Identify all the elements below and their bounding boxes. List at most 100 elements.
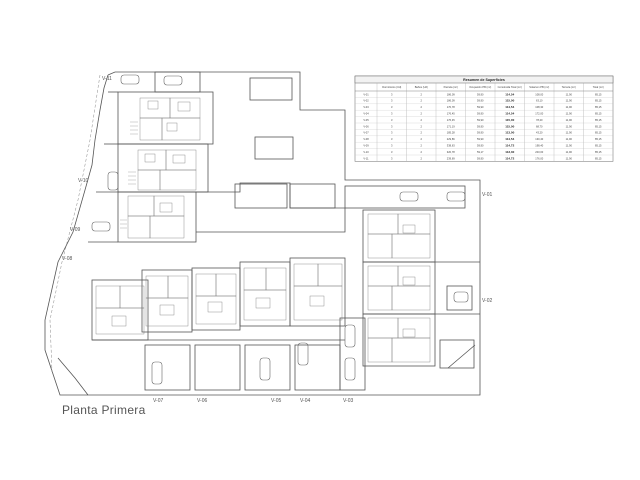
table-cell: V-10 [363,150,369,154]
table-cell: 186,09 [447,99,455,103]
villa-label-v06: V-06 [197,398,208,404]
table-cell: 2 [421,131,423,135]
table-cell: 108,00 [535,92,543,96]
table-cell: 2 [421,92,423,96]
table-cell: 115,00 [505,99,514,103]
table-cell: 229,86 [447,137,455,141]
table-header-cell: Ocupación PB (m²) [469,85,491,89]
table-cell: 59,90 [477,137,484,141]
table-cell: 3 [391,105,393,109]
table-cell: 85,15 [595,144,602,148]
car-icon [259,357,271,381]
table-cell: 59,90 [477,118,484,122]
table-cell: V-07 [363,131,369,135]
villa-label-v11: V-11 [102,76,112,82]
table-cell: 114,72 [505,144,514,148]
table-cell: 320,78 [447,150,455,154]
table-cell: 2 [421,144,423,148]
table-cell: 59,90 [477,131,484,135]
villa-label-v08: V-08 [62,256,73,262]
table-title: Resumen de Superficies [463,78,505,82]
table-cell: 2 [421,99,423,103]
table-cell: 59,17 [477,150,484,154]
table-cell: 11,90 [566,137,573,141]
table-cell: 59,90 [477,99,484,103]
table-cell: 2 [421,156,423,160]
table-cell: 130,40 [535,137,543,141]
table-header-cell: Dormitorios (Ud) [382,85,401,89]
table-cell: 176,45 [447,112,455,116]
table-cell: 3 [391,124,393,128]
table-cell: 68,70 [536,124,543,128]
table-cell: 43,20 [536,131,543,135]
table-cell: 11,90 [566,105,573,109]
table-cell: 3 [391,137,393,141]
car-icon [151,361,163,385]
villa-label-v10: V-10 [78,178,89,184]
table-cell: 3 [391,144,393,148]
table-cell: 114,54 [505,105,514,109]
villa-label-v09: V-09 [70,227,81,233]
table-cell: 3 [391,99,393,103]
table-cell: 3 [391,118,393,122]
table-cell: 114,54 [505,137,514,141]
table-cell: V-04 [363,112,369,116]
table-header-cell: Terraza (m²) [562,85,576,89]
table-cell: 176,45 [447,118,455,122]
table-cell: 2 [421,137,423,141]
villa-label-v03: V-03 [343,398,354,404]
table-cell: 11,90 [566,99,573,103]
car-icon [399,191,419,202]
villa-label-v05: V-05 [271,398,282,404]
table-cell: 59,90 [477,156,484,160]
table-cell: 115,00 [505,118,514,122]
table-cell: 85,15 [595,99,602,103]
table-cell: 3 [391,156,393,160]
table-cell: 85,15 [595,124,602,128]
villa-label-v07: V-07 [153,398,164,404]
table-cell: 2 [421,124,423,128]
table-cell: 338,63 [447,144,455,148]
table-cell: 108,30 [535,105,543,109]
table-cell: 85,15 [595,137,602,141]
table-cell: 114,54 [505,112,514,116]
table-cell: 85,15 [595,150,602,154]
table-cell: V-03 [363,105,369,109]
table-cell: 171,19 [447,124,455,128]
table-cell: 2 [421,150,423,154]
table-cell: 85,15 [595,156,602,160]
table-cell: 59,90 [477,124,484,128]
car-icon [297,342,309,366]
villa-label-v04: V-04 [300,398,311,404]
page-title: Planta Primera [62,403,146,417]
table-cell: 11,90 [566,92,573,96]
car-icon [91,221,111,232]
car-icon [344,357,356,381]
table-cell: V-02 [363,99,369,103]
table-cell: 85,15 [595,92,602,96]
table-cell: 11,90 [566,118,573,122]
table-cell: 114,54 [505,92,514,96]
table-cell: 85,15 [595,105,602,109]
car-icon [446,191,466,202]
table-cell: 11,90 [566,124,573,128]
table-cell: 203,00 [535,150,543,154]
table-cell: V-09 [363,144,369,148]
table-cell: 59,90 [477,112,484,116]
table-cell: 78,20 [536,118,543,122]
table-cell: 59,90 [477,92,484,96]
table-cell: V-05 [363,118,369,122]
table-header-cell: Baños (Ud) [415,85,428,89]
table-cell: V-01 [363,92,369,96]
car-icon [107,171,119,191]
table-cell: 113,30 [505,150,514,154]
table-cell: 11,90 [566,150,573,154]
car-icon [344,324,356,348]
table-header-cell: Solarium PB (m²) [529,85,549,89]
table-cell: 11,90 [566,156,573,160]
table-cell: 176,00 [535,156,543,160]
table-cell: V-08 [363,137,369,141]
table-cell: 85,15 [595,118,602,122]
